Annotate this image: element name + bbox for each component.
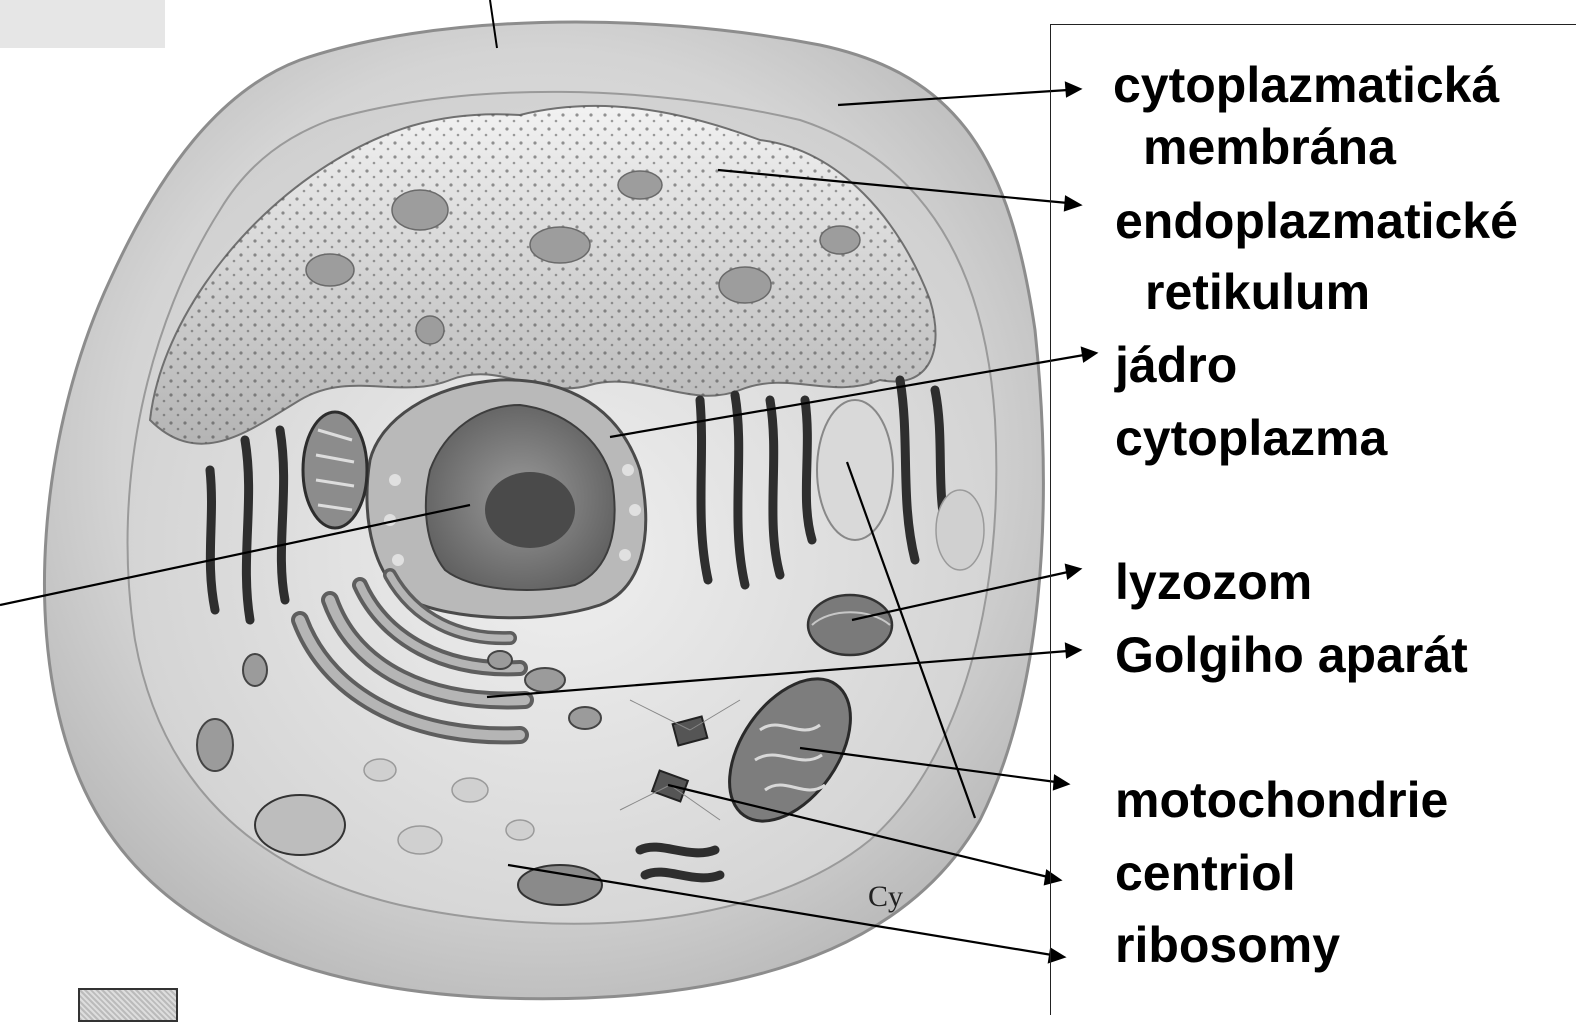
label-ribosomy: ribosomy [1115, 920, 1340, 970]
stray-text-cy: Cy [868, 880, 903, 914]
mitochondrion-left [303, 412, 367, 528]
label-lyzozom: lyzozom [1115, 557, 1312, 607]
scan-artifact [0, 0, 165, 48]
nucleolus [485, 472, 575, 548]
label-endoplazmaticke-retikulum-line1: endoplazmatické [1115, 196, 1518, 246]
label-centriol: centriol [1115, 848, 1296, 898]
label-endoplazmaticke-retikulum-line2: retikulum [1145, 267, 1370, 317]
label-golgiho-aparat: Golgiho aparát [1115, 630, 1468, 680]
label-cytoplazmaticka-membrana-line2: membrána [1143, 122, 1396, 172]
label-motochondrie: motochondrie [1115, 775, 1448, 825]
scale-box [78, 988, 178, 1022]
vacuole [817, 400, 893, 540]
label-cytoplazma: cytoplazma [1115, 413, 1387, 463]
nucleus [367, 380, 646, 618]
label-jadro: jádro [1115, 340, 1237, 390]
lysosome [808, 595, 892, 655]
label-cytoplazmaticka-membrana-line1: cytoplazmatická [1113, 60, 1499, 110]
